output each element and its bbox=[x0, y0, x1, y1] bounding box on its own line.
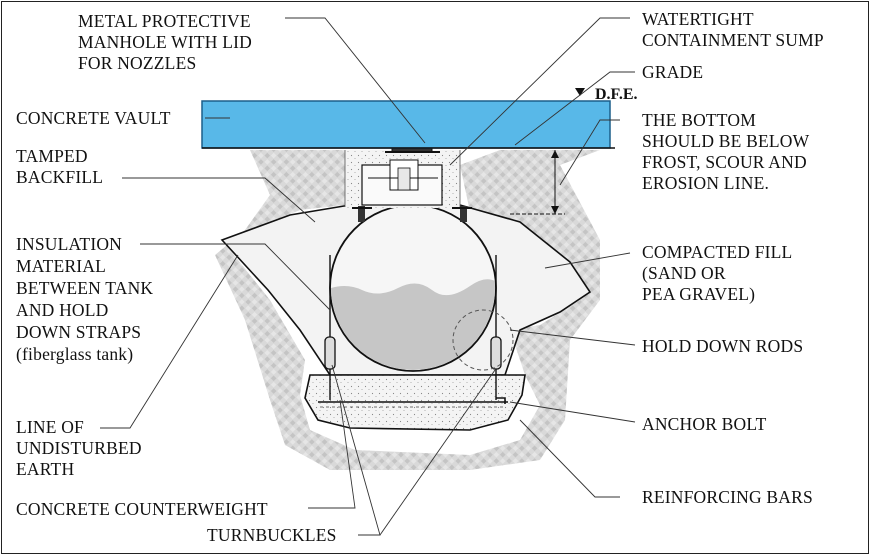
concrete-counterweight-label: CONCRETE COUNTERWEIGHT bbox=[16, 499, 268, 519]
turnbuckle-right bbox=[490, 336, 502, 370]
svg-text:MATERIAL: MATERIAL bbox=[16, 256, 106, 276]
svg-text:(fiberglass tank): (fiberglass tank) bbox=[16, 344, 133, 364]
concrete-vault-slab bbox=[201, 100, 611, 149]
anchor-bolt bbox=[496, 397, 506, 404]
svg-text:EROSION LINE.: EROSION LINE. bbox=[642, 173, 769, 193]
hold-down-rods-label: HOLD DOWN RODS bbox=[642, 336, 803, 356]
svg-text:EARTH: EARTH bbox=[16, 459, 74, 479]
turnbuckle-left bbox=[324, 336, 336, 370]
svg-text:PEA GRAVEL): PEA GRAVEL) bbox=[642, 284, 755, 304]
bottom-below-label: THE BOTTOM SHOULD BE BELOW FROST, SCOUR … bbox=[642, 110, 810, 193]
grade-label: GRADE bbox=[642, 62, 703, 82]
svg-text:WATERTIGHT: WATERTIGHT bbox=[642, 9, 754, 29]
svg-text:BACKFILL: BACKFILL bbox=[16, 167, 103, 187]
svg-text:METAL PROTECTIVE: METAL PROTECTIVE bbox=[78, 11, 251, 31]
insulation-label: INSULATION MATERIAL BETWEEN TANK AND HOL… bbox=[16, 234, 153, 364]
watertight-sump-label: WATERTIGHT CONTAINMENT SUMP bbox=[642, 9, 824, 50]
reinforcing-bars-label: REINFORCING BARS bbox=[642, 487, 813, 507]
tank-liquid bbox=[331, 279, 495, 370]
detail-circle bbox=[452, 309, 514, 371]
svg-text:AND HOLD: AND HOLD bbox=[16, 300, 109, 320]
svg-text:SHOULD BE BELOW: SHOULD BE BELOW bbox=[642, 131, 810, 151]
concrete-vault-label: CONCRETE VAULT bbox=[16, 108, 171, 128]
svg-text:INSULATION: INSULATION bbox=[16, 234, 122, 254]
turnbuckles-label: TURNBUCKLES bbox=[207, 525, 337, 545]
svg-text:BETWEEN TANK: BETWEEN TANK bbox=[16, 278, 153, 298]
svg-text:DOWN STRAPS: DOWN STRAPS bbox=[16, 322, 141, 342]
undisturbed-earth-label: LINE OF UNDISTURBED EARTH bbox=[16, 417, 142, 479]
svg-text:CONTAINMENT SUMP: CONTAINMENT SUMP bbox=[642, 30, 824, 50]
svg-text:LINE OF: LINE OF bbox=[16, 417, 84, 437]
metal-manhole-label: METAL PROTECTIVE MANHOLE WITH LID FOR NO… bbox=[78, 11, 252, 73]
dfe-label: D.F.E. bbox=[595, 86, 638, 103]
svg-text:TAMPED: TAMPED bbox=[16, 146, 88, 166]
svg-text:COMPACTED FILL: COMPACTED FILL bbox=[642, 242, 792, 262]
svg-text:THE BOTTOM: THE BOTTOM bbox=[642, 110, 756, 130]
anchor-bolt-label: ANCHOR BOLT bbox=[642, 414, 767, 434]
svg-text:(SAND OR: (SAND OR bbox=[642, 263, 726, 283]
svg-text:UNDISTURBED: UNDISTURBED bbox=[16, 438, 142, 458]
svg-text:FROST, SCOUR AND: FROST, SCOUR AND bbox=[642, 152, 807, 172]
compacted-fill-label: COMPACTED FILL (SAND OR PEA GRAVEL) bbox=[642, 242, 792, 304]
dfe-triangle bbox=[575, 88, 585, 96]
svg-text:FOR NOZZLES: FOR NOZZLES bbox=[78, 53, 196, 73]
tamped-backfill-label: TAMPED BACKFILL bbox=[16, 146, 103, 187]
svg-text:MANHOLE WITH LID: MANHOLE WITH LID bbox=[78, 32, 252, 52]
